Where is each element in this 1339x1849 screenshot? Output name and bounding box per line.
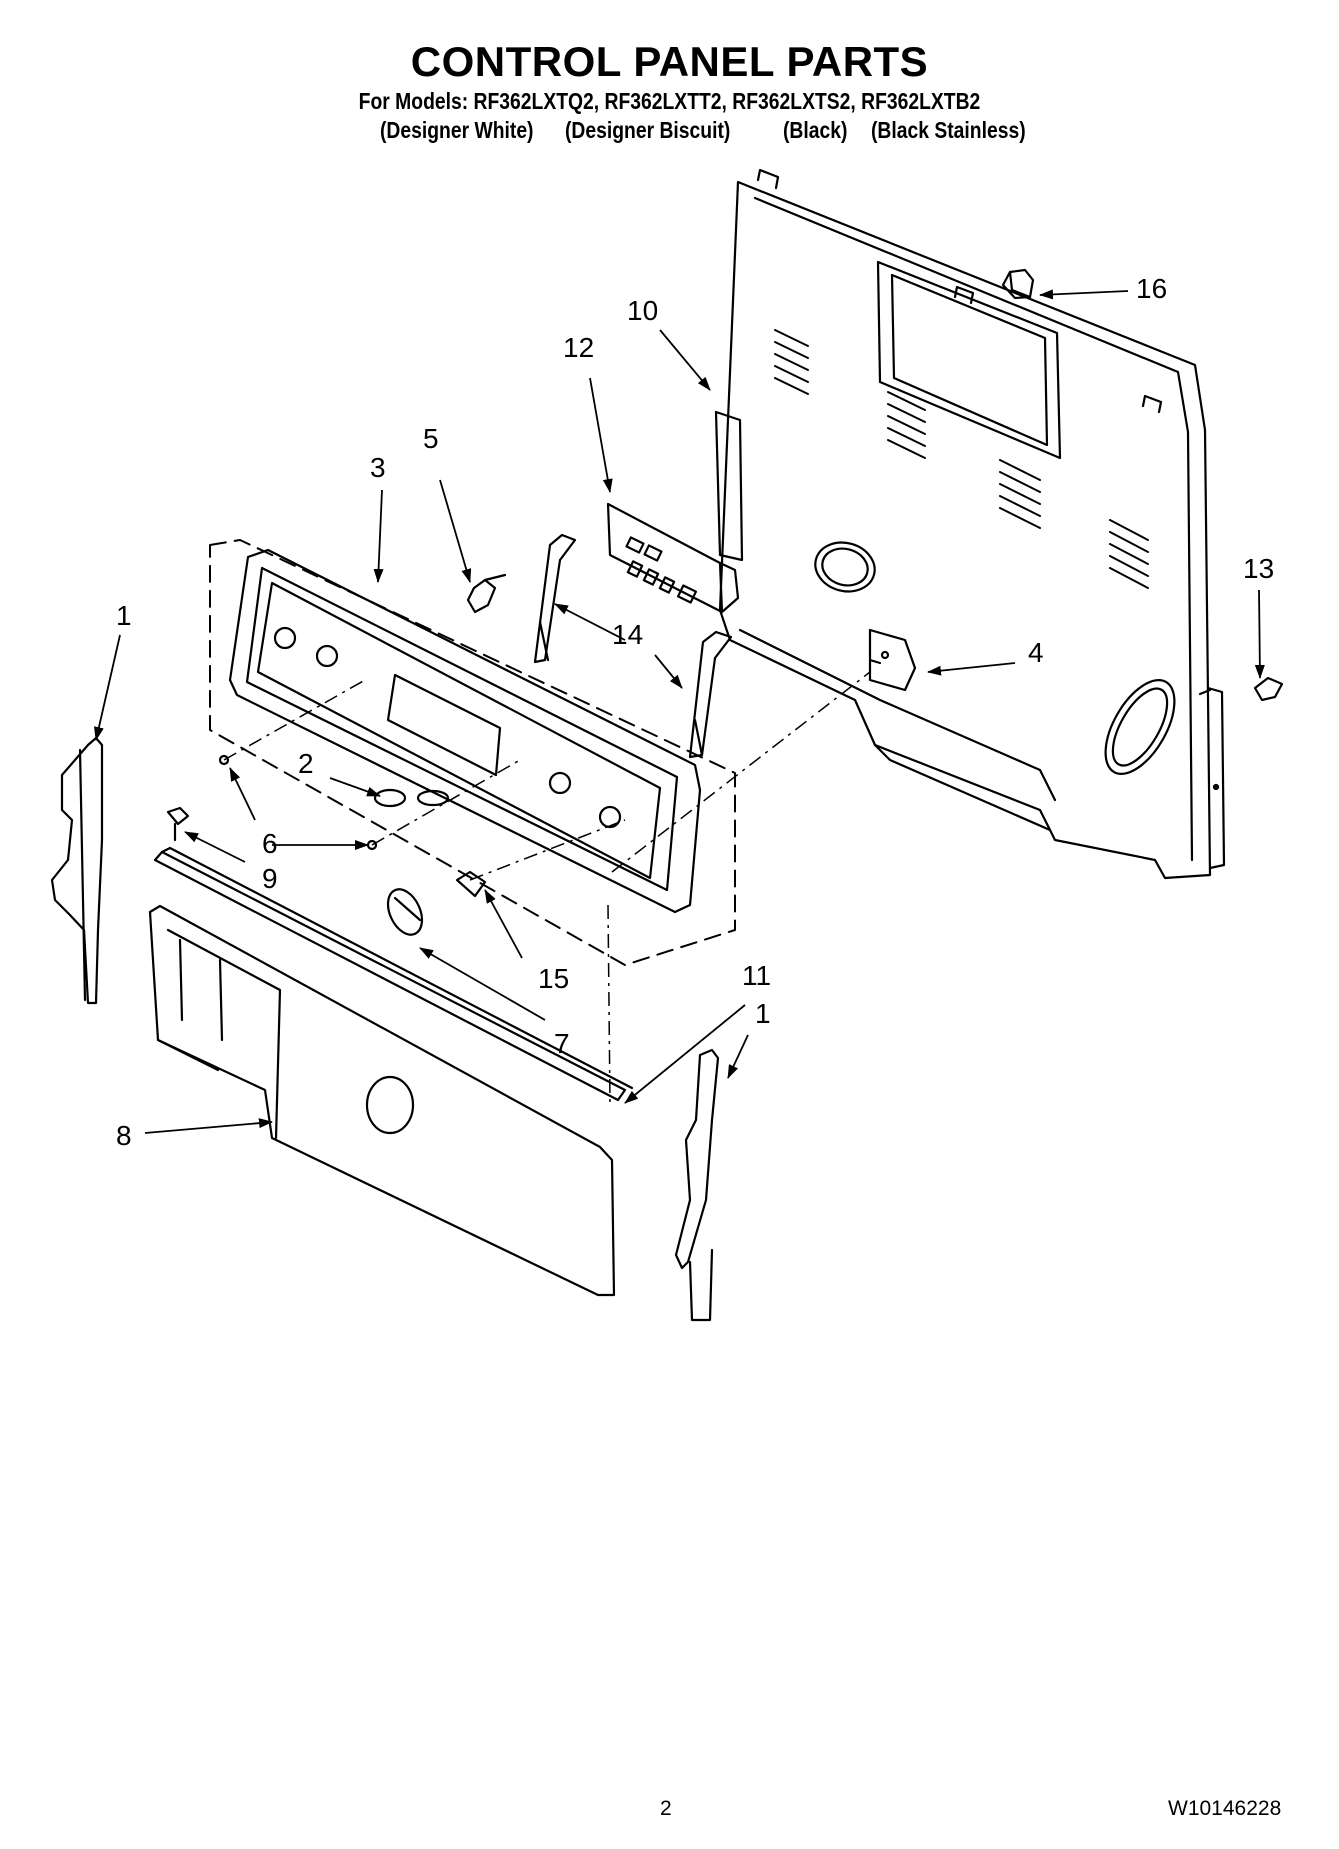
callout-14: 14 bbox=[612, 619, 643, 650]
callout-12: 12 bbox=[563, 332, 594, 363]
callout-2: 2 bbox=[298, 748, 314, 779]
callout-16: 16 bbox=[1136, 273, 1167, 304]
badge-part-2 bbox=[373, 788, 407, 808]
knob-stem-part-15 bbox=[455, 870, 487, 898]
variant-designer-white: (Designer White) bbox=[380, 117, 534, 143]
page-number: 2 bbox=[660, 1797, 672, 1820]
bottom-panel-part-8 bbox=[148, 904, 616, 1297]
electronic-control-part-12 bbox=[606, 502, 740, 614]
side-trim-part-1-right bbox=[674, 1048, 720, 1322]
screw-part-13 bbox=[1253, 676, 1284, 702]
end-cap-part-14-upper bbox=[533, 533, 577, 664]
callout-1-left: 1 bbox=[116, 600, 132, 631]
bracket-part-11 bbox=[153, 846, 634, 1102]
switch-part-4 bbox=[868, 628, 917, 692]
callout-13: 13 bbox=[1243, 553, 1274, 584]
callout-6-bottom: 6 bbox=[262, 828, 278, 859]
callout-11: 11 bbox=[742, 960, 771, 991]
end-cap-part-14-lower bbox=[688, 630, 733, 759]
callout-8: 8 bbox=[116, 1120, 132, 1151]
screw-part-9 bbox=[166, 806, 190, 842]
models-line: For Models: RF362LXTQ2, RF362LXTT2, RF36… bbox=[358, 88, 981, 114]
variant-black: (Black) bbox=[783, 117, 848, 143]
callout-4: 4 bbox=[1028, 637, 1044, 668]
assembly-outline-part-3 bbox=[209, 539, 736, 966]
side-trim-part-1-left bbox=[50, 736, 104, 1005]
page-title: CONTROL PANEL PARTS bbox=[410, 38, 929, 85]
screw-part-6-top bbox=[218, 754, 230, 766]
variant-designer-biscuit: (Designer Biscuit) bbox=[565, 117, 731, 143]
harness-part-5 bbox=[466, 573, 507, 614]
callout-7: 7 bbox=[554, 1028, 570, 1059]
variant-black-stainless: (Black Stainless) bbox=[871, 117, 1026, 143]
callout-5: 5 bbox=[423, 423, 439, 454]
console-part-3 bbox=[228, 548, 702, 914]
document-number: W10146228 bbox=[1168, 1797, 1282, 1820]
callout-9: 9 bbox=[262, 863, 278, 894]
callout-10: 10 bbox=[627, 295, 658, 326]
callout-1-right: 1 bbox=[755, 998, 771, 1029]
callout-15: 15 bbox=[538, 963, 569, 994]
knob-part-7 bbox=[386, 888, 424, 936]
clip-part-16 bbox=[1001, 268, 1035, 300]
callout-3: 3 bbox=[370, 452, 386, 483]
